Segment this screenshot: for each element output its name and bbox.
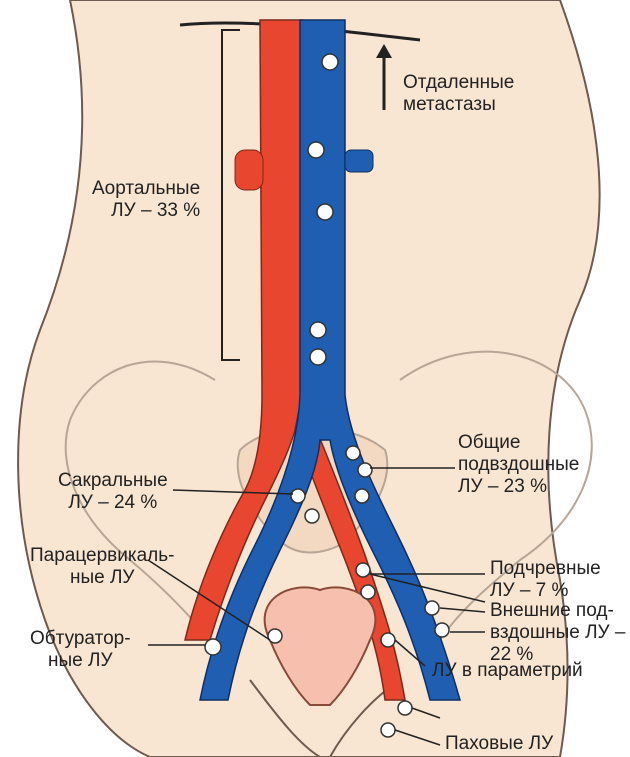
lymph-node [425, 601, 439, 615]
renal-stub-right [345, 150, 373, 172]
lymph-node [346, 446, 360, 460]
lymph-node [291, 489, 305, 503]
renal-stub-left [235, 150, 263, 190]
lymph-node [358, 463, 372, 477]
label-paracervical-nodes: Парацервикаль- ные ЛУ [30, 545, 174, 589]
lymph-node [310, 349, 326, 365]
label-parametrial-nodes: ЛУ в параметрий [432, 660, 583, 682]
lymph-node [205, 639, 221, 655]
label-hypogastric-nodes: Подчревные ЛУ – 7 % [490, 558, 601, 602]
lymph-node [356, 563, 370, 577]
lymph-node [381, 723, 395, 737]
lymph-node [268, 629, 282, 643]
label-distant-metastases: Отдаленные метастазы [403, 72, 514, 116]
label-sacral-nodes: Сакральные ЛУ – 24 % [58, 470, 168, 514]
lymph-node [322, 54, 338, 70]
lymph-node [361, 585, 375, 599]
label-inguinal-nodes: Паховые ЛУ [445, 733, 553, 755]
lymph-node [308, 142, 324, 158]
label-common-iliac-nodes: Общие подвздошные ЛУ – 23 % [458, 432, 579, 498]
lymph-node [381, 633, 395, 647]
label-aortic-nodes: Аортальные ЛУ – 33 % [92, 178, 200, 222]
lymph-node [305, 509, 319, 523]
lymph-node [355, 489, 369, 503]
lymph-node [435, 623, 449, 637]
lymph-node [398, 701, 412, 715]
lymph-node [310, 322, 326, 338]
label-obturator-nodes: Обтуратор- ные ЛУ [30, 628, 131, 672]
label-external-iliac-nodes: Внешние под- вздошные ЛУ – 22 % [490, 600, 625, 666]
lymph-node [317, 204, 333, 220]
